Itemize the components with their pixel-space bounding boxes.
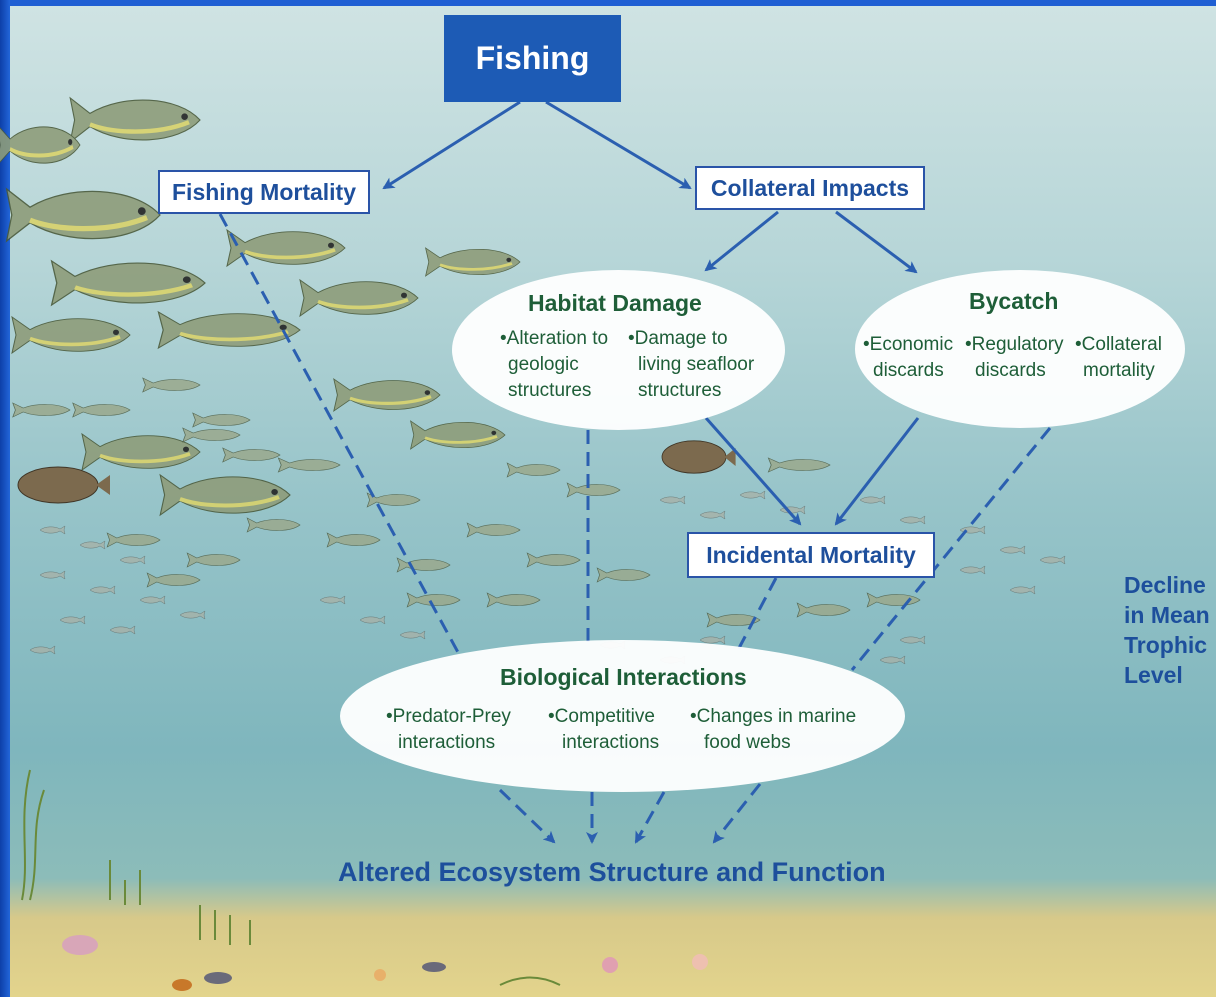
fish-school-medium (13, 378, 920, 627)
habitat-damage-ellipse: Habitat Damage •Alteration to geologic s… (452, 270, 785, 430)
seafloor-creatures (62, 935, 708, 991)
biological-interactions-title: Biological Interactions (500, 664, 747, 691)
habitat-item-damage: •Damage to living seafloor structures (628, 326, 754, 404)
fishing-mortality-box: Fishing Mortality (158, 170, 370, 214)
bycatch-item-economic: •Economic discards (863, 332, 953, 384)
bycatch-item-collateral: •Collateral mortality (1075, 332, 1162, 384)
biological-interactions-ellipse: Biological Interactions •Predator-Prey i… (340, 640, 905, 792)
bycatch-ellipse: Bycatch •Economic discards •Regulatory d… (855, 270, 1185, 428)
bio-item-food-webs: •Changes in marine food webs (690, 704, 856, 756)
bycatch-title: Bycatch (969, 288, 1058, 315)
altered-ecosystem-label: Altered Ecosystem Structure and Function (338, 857, 886, 888)
habitat-damage-title: Habitat Damage (528, 290, 702, 317)
bio-item-competitive: •Competitive interactions (548, 704, 659, 756)
bycatch-item-regulatory: •Regulatory discards (965, 332, 1064, 384)
habitat-item-alteration: •Alteration to geologic structures (500, 326, 608, 404)
decline-trophic-label: Decline in Mean Trophic Level (1124, 570, 1210, 690)
collateral-impacts-box: Collateral Impacts (695, 166, 925, 210)
bio-item-predator-prey: •Predator-Prey interactions (386, 704, 511, 756)
fishing-box: Fishing (444, 15, 621, 102)
incidental-mortality-box: Incidental Mortality (687, 532, 935, 578)
